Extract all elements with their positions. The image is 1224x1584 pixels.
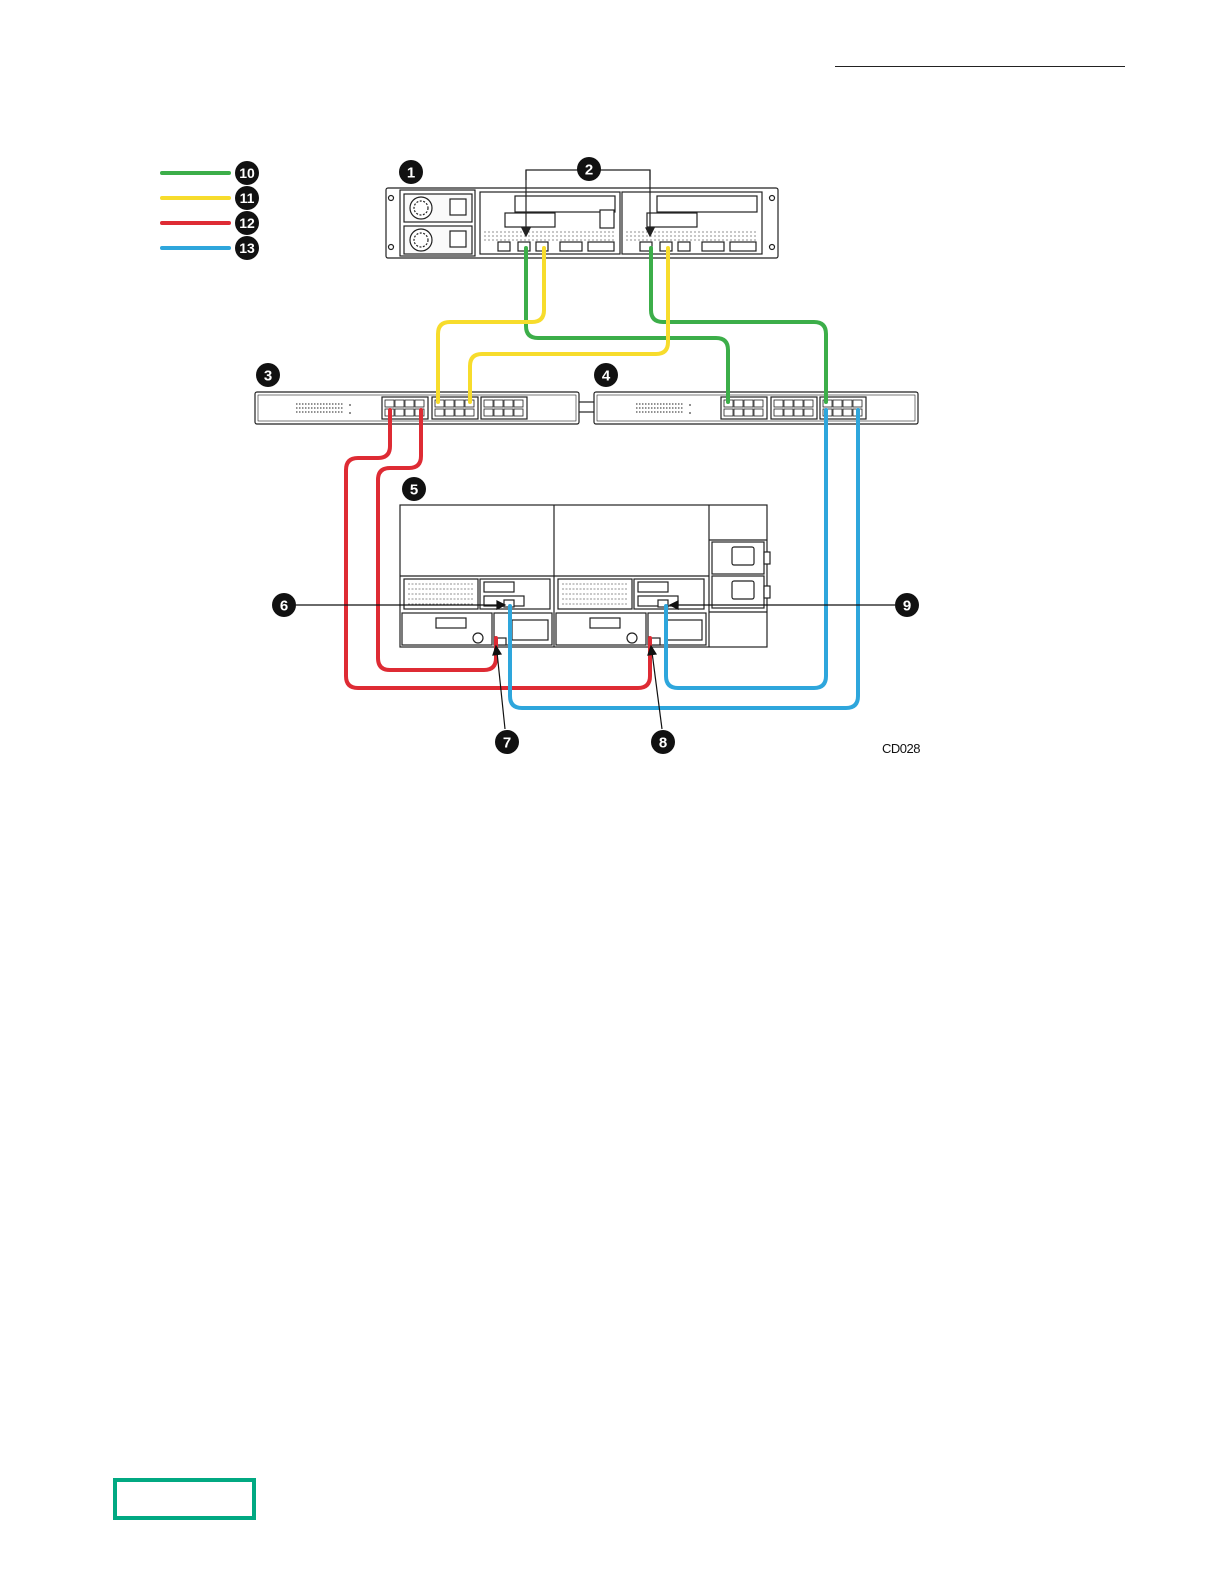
callout-1: 1	[399, 160, 423, 184]
callout-2: 2	[577, 157, 601, 181]
legend-callout-12: 12	[239, 215, 255, 231]
switch-right	[594, 392, 918, 424]
legend-callout-10: 10	[239, 165, 255, 181]
legend-item-green: 10	[162, 161, 259, 185]
svg-text:8: 8	[659, 735, 667, 752]
svg-text:6: 6	[280, 598, 288, 615]
cabling-diagram: 10 11 12 13	[0, 0, 1224, 800]
cable-yellow-1	[438, 248, 544, 402]
legend: 10 11 12 13	[162, 161, 259, 260]
legend-item-blue: 13	[162, 236, 259, 260]
legend-item-red: 12	[162, 211, 259, 235]
legend-callout-13: 13	[239, 240, 255, 256]
callout-6: 6	[272, 593, 296, 617]
callout-7: 7	[495, 730, 519, 754]
cable-yellow-2	[470, 248, 668, 402]
svg-text:7: 7	[503, 735, 511, 752]
callout-5: 5	[402, 477, 426, 501]
switch-interconnect	[579, 402, 594, 412]
svg-text:3: 3	[264, 368, 272, 385]
cable-green-1	[526, 248, 728, 402]
svg-text:2: 2	[585, 162, 593, 179]
legend-item-yellow: 11	[162, 186, 259, 210]
server-chassis	[386, 188, 778, 258]
callout-4: 4	[594, 363, 618, 387]
cable-green-2	[651, 248, 826, 402]
callout-9: 9	[895, 593, 919, 617]
callout-8: 8	[651, 730, 675, 754]
callout-3: 3	[256, 363, 280, 387]
storage-enclosure	[400, 505, 770, 647]
figure-id: CD028	[882, 741, 920, 756]
legend-callout-11: 11	[240, 190, 255, 206]
svg-text:5: 5	[410, 482, 418, 499]
svg-text:9: 9	[903, 598, 911, 615]
svg-text:4: 4	[602, 368, 611, 385]
svg-text:1: 1	[407, 165, 415, 182]
switch-left	[255, 392, 579, 424]
hpe-logo	[113, 1478, 256, 1520]
